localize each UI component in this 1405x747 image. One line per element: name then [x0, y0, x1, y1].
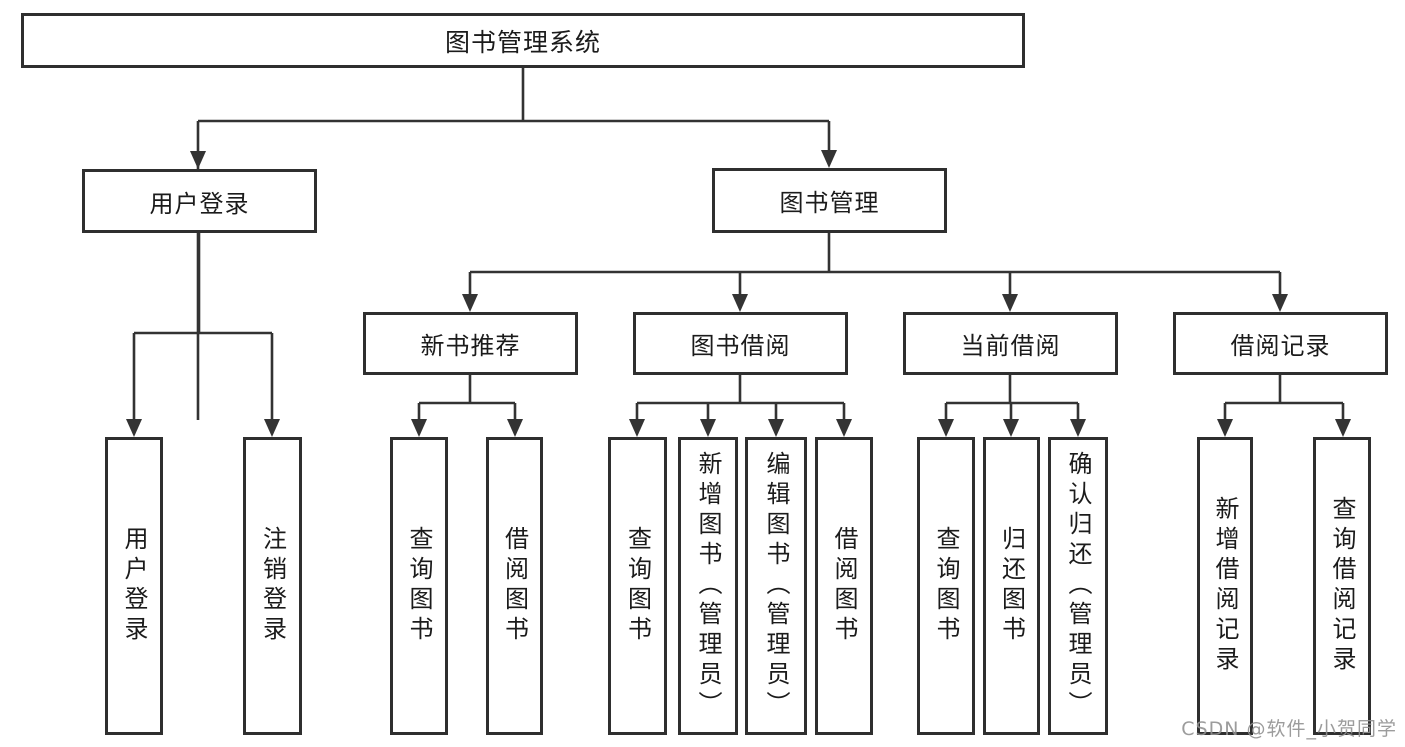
- node-book-borrow-label: 图书借阅: [690, 332, 791, 360]
- leaf-query-books-2-label: 查询图书: [623, 526, 652, 646]
- node-borrow-records-label: 借阅记录: [1230, 332, 1331, 360]
- leaf-user-login: 用户登录: [105, 437, 163, 735]
- node-borrow-records: 借阅记录: [1173, 312, 1388, 375]
- leaf-borrow-books-2-label: 借阅图书: [830, 526, 858, 646]
- node-system-label: 图书管理系统: [444, 27, 601, 57]
- leaf-query-books-1: 查询图书: [390, 437, 448, 735]
- leaf-edit-books-admin: 编辑图书（管理员）: [745, 437, 807, 735]
- edge-root-trunk: [196, 68, 831, 420]
- arrow-leaf-query-books-2: [629, 419, 645, 437]
- node-user-login-label: 用户登录: [149, 189, 250, 218]
- arrow-leaf-user-login: [126, 419, 142, 437]
- leaf-add-borrow-record: 新增借阅记录: [1197, 437, 1253, 735]
- leaf-return-books-label: 归还图书: [997, 526, 1026, 646]
- edge-new-book-recommend-children: [417, 375, 517, 420]
- edge-borrow-records-children: [1223, 375, 1345, 420]
- leaf-user-login-label: 用户登录: [120, 526, 148, 646]
- edge-current-borrow-children: [944, 375, 1080, 420]
- node-book-borrow: 图书借阅: [633, 312, 848, 375]
- arrow-leaf-borrow-books-1: [507, 419, 523, 437]
- arrow-new-book-recommend: [462, 294, 478, 312]
- node-book-management-label: 图书管理: [779, 189, 880, 217]
- leaf-query-borrow-record: 查询借阅记录: [1313, 437, 1371, 735]
- arrow-leaf-confirm-return: [1070, 419, 1086, 437]
- edge-book-management-children: [468, 233, 1282, 295]
- leaf-query-books-3: 查询图书: [917, 437, 975, 735]
- arrow-leaf-query-books-3: [938, 419, 954, 437]
- node-current-borrow: 当前借阅: [903, 312, 1118, 375]
- edge-book-borrow-children: [635, 375, 846, 420]
- leaf-confirm-return-admin: 确认归还（管理员）: [1048, 437, 1108, 735]
- leaf-add-borrow-record-label: 新增借阅记录: [1211, 496, 1239, 676]
- leaf-add-books-admin: 新增图书（管理员）: [678, 437, 738, 735]
- leaf-borrow-books-1: 借阅图书: [486, 437, 543, 735]
- leaf-logout-label: 注销登录: [258, 526, 287, 646]
- arrow-borrow-records: [1272, 294, 1288, 312]
- arrow-leaf-add-books: [700, 419, 716, 437]
- watermark: CSDN @软件_小贺同学: [1181, 718, 1397, 740]
- arrow-leaf-edit-books: [768, 419, 784, 437]
- node-current-borrow-label: 当前借阅: [960, 332, 1061, 360]
- arrow-leaf-borrow-books-2: [836, 419, 852, 437]
- leaf-query-books-3-label: 查询图书: [932, 526, 960, 646]
- node-user-login: 用户登录: [82, 169, 317, 233]
- leaf-add-books-admin-label: 新增图书（管理员）: [694, 451, 722, 721]
- leaf-query-books-2: 查询图书: [608, 437, 667, 735]
- edge-user-login-children: [132, 233, 274, 420]
- leaf-logout: 注销登录: [243, 437, 302, 735]
- leaf-query-borrow-record-label: 查询借阅记录: [1328, 496, 1356, 676]
- arrow-user-login: [190, 151, 206, 169]
- leaf-confirm-return-admin-label: 确认归还（管理员）: [1064, 451, 1092, 721]
- node-new-book-recommend: 新书推荐: [363, 312, 578, 375]
- arrow-leaf-add-borrow-record: [1217, 419, 1233, 437]
- arrow-leaf-query-books-1: [411, 419, 427, 437]
- leaf-borrow-books-2: 借阅图书: [815, 437, 873, 735]
- arrow-leaf-logout: [264, 419, 280, 437]
- arrow-book-management: [821, 150, 837, 168]
- leaf-edit-books-admin-label: 编辑图书（管理员）: [762, 451, 790, 721]
- node-book-management: 图书管理: [712, 168, 947, 233]
- node-new-book-recommend-label: 新书推荐: [420, 332, 521, 360]
- arrow-leaf-return-books: [1003, 419, 1019, 437]
- arrow-current-borrow: [1002, 294, 1018, 312]
- leaf-borrow-books-1-label: 借阅图书: [500, 526, 529, 646]
- leaf-return-books: 归还图书: [983, 437, 1040, 735]
- arrow-leaf-query-borrow-record: [1335, 419, 1351, 437]
- node-system: 图书管理系统: [21, 13, 1025, 68]
- arrow-book-borrow: [732, 294, 748, 312]
- leaf-query-books-1-label: 查询图书: [405, 526, 433, 646]
